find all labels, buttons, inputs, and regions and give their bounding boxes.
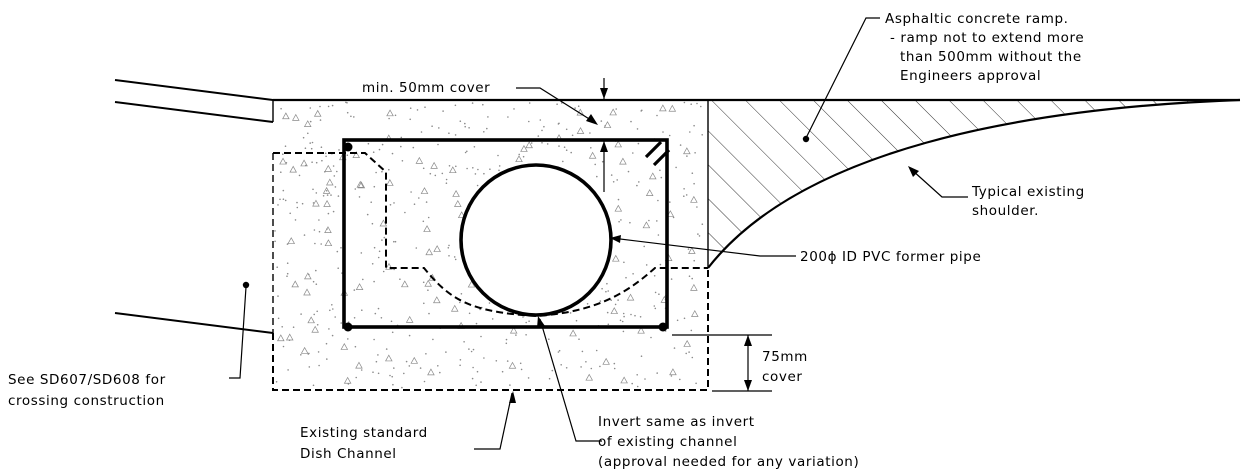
cover-75mm-dimension [672,334,772,392]
rebar-dot-bottom-right [658,322,668,332]
see-sd607-label-line-2: crossing construction [8,393,165,409]
stirrup-hook-2 [652,148,671,167]
rebar-dot-bottom-left [343,322,353,332]
dish-channel-label-line-2: Dish Channel [300,446,397,462]
cover-75mm-label-line-1: 75mm [762,349,808,365]
pvc-former-pipe [459,163,613,317]
min-cover-label: min. 50mm cover [362,80,490,96]
ramp-note-line-2: than 500mm without the [900,49,1082,65]
ramp-title-label: Asphaltic concrete ramp. [885,11,1069,27]
invert-label-line-1: Invert same as invert [598,414,755,430]
existing-shoulder-curve [707,98,1241,269]
labels: Asphaltic concrete ramp. - ramp not to e… [8,11,1085,470]
asphalt-ramp-hatch [708,100,1240,268]
cover-75mm-label-line-2: cover [762,369,803,385]
existing-dish-channel-outline [272,152,709,391]
stirrup-hook-1 [644,140,663,159]
ramp-note-line-1: - ramp not to extend more [890,30,1084,46]
shoulder-label-line-1: Typical existing [971,184,1085,200]
left-pavement-lines [114,79,274,334]
leader-lines [229,17,968,450]
reinforcement-cage [342,138,671,332]
see-sd607-label-line-1: See SD607/SD608 for [8,372,166,388]
invert-label-line-2: of existing channel [598,434,737,450]
pipe-label: 200ϕ ID PVC former pipe [800,249,981,265]
rebar-dot-top-left [343,142,353,152]
min-cover-dimension [600,78,608,192]
concrete-encasement [273,100,708,390]
concrete-speckle-fill [274,101,704,389]
shoulder-label-line-2: shoulder. [972,203,1039,219]
ramp-note-line-3: Engineers approval [900,68,1041,84]
dish-channel-label-line-1: Existing standard [300,425,428,441]
invert-label-line-3: (approval needed for any variation) [598,454,859,470]
